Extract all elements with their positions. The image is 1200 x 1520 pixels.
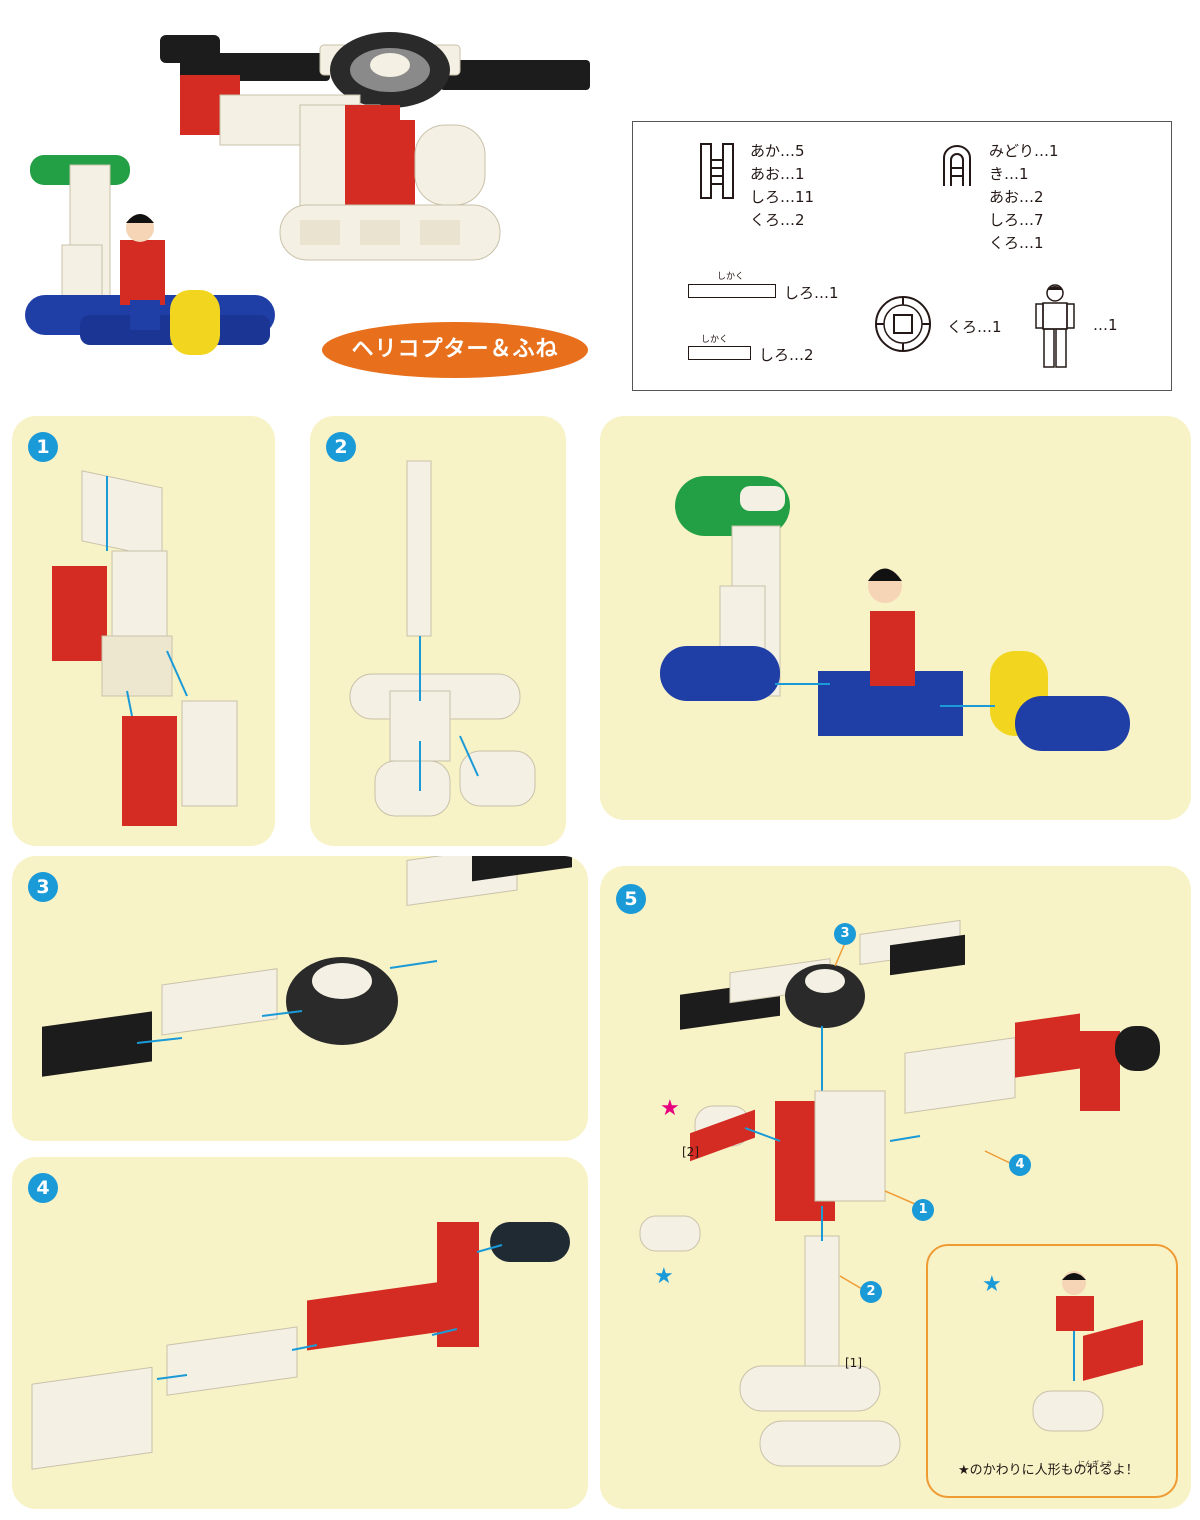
note-ruby: にんぎょう xyxy=(1078,1460,1113,1468)
h-block-count-blue: あお…1 xyxy=(750,165,805,183)
step-2-panel: 2 xyxy=(310,416,566,846)
square-short-ruby: しかく xyxy=(701,335,729,345)
step-2-number: 2 xyxy=(326,432,356,462)
figure-count: …1 xyxy=(1093,316,1118,334)
step-1-illustration xyxy=(52,470,238,826)
step-3-illustration xyxy=(42,856,572,1077)
step-4-panel: 4 xyxy=(12,1157,588,1509)
step-4-illustration xyxy=(31,1222,570,1470)
square-short-count: しろ…2 xyxy=(759,346,814,364)
step-3-panel: 3 xyxy=(12,856,588,1141)
square-long-count: しろ…1 xyxy=(784,284,839,302)
step-5-panel: 5 3 4 1 2 [1] [2] xyxy=(600,866,1191,1509)
step-1-number: 1 xyxy=(28,432,58,462)
h-block-count-red: あか…5 xyxy=(750,142,805,160)
a-block-count-black: くろ…1 xyxy=(989,234,1044,252)
star-icon-blue: ★ xyxy=(654,1264,674,1289)
step-5-illustration xyxy=(639,919,1160,1467)
a-block-count-green: みどり…1 xyxy=(989,142,1059,160)
helicopter-and-boat-photo xyxy=(25,32,590,355)
rotor-disc-icon xyxy=(875,296,931,352)
h-block-count-white: しろ…11 xyxy=(750,188,815,206)
step-4-number: 4 xyxy=(28,1173,58,1203)
square-long-icon xyxy=(688,284,776,298)
figure-on-seat-illustration xyxy=(1032,1271,1143,1432)
parts-list: あか…5 あお…1 しろ…11 くろ…2 みどり…1 き…1 あお…2 しろ…7… xyxy=(632,121,1172,391)
step-1-panel: 1 xyxy=(12,416,275,846)
a-block-count-white: しろ…7 xyxy=(989,211,1044,229)
boat-assembly-illustration xyxy=(660,476,1130,751)
star-icon-pink: ★ xyxy=(660,1096,680,1121)
star-icon-note: ★ xyxy=(982,1272,1002,1297)
square-short-icon xyxy=(688,346,751,360)
a-block-list: みどり…1 き…1 あお…2 しろ…7 くろ…1 xyxy=(989,140,1059,255)
step-5-tag-1: [1] xyxy=(845,1356,862,1370)
step-2-illustration xyxy=(349,460,536,817)
step-3-number: 3 xyxy=(28,872,58,902)
boat-assembly-panel xyxy=(600,416,1191,820)
square-long-ruby: しかく xyxy=(717,272,745,282)
step-5-tag-2: [2] xyxy=(682,1145,699,1159)
alternative-seat-note: ★ にんぎょう ★のかわりに人形ものれるよ！ xyxy=(926,1244,1178,1498)
h-block-count-black: くろ…2 xyxy=(750,211,805,229)
h-block-icon xyxy=(700,143,734,199)
step-5-callout-3: 3 xyxy=(834,923,856,945)
page-title: ヘリコプター＆ふね xyxy=(322,322,588,378)
step-5-number: 5 xyxy=(616,884,646,914)
step-5-callout-4: 4 xyxy=(1009,1154,1031,1176)
h-block-list: あか…5 あお…1 しろ…11 くろ…2 xyxy=(750,140,814,232)
person-figure-icon xyxy=(1035,284,1075,368)
a-block-count-yellow: き…1 xyxy=(989,165,1029,183)
note-text: ★のかわりに人形ものれるよ！ xyxy=(958,1463,1139,1478)
step-5-callout-2: 2 xyxy=(860,1281,882,1303)
a-block-count-blue: あお…2 xyxy=(989,188,1044,206)
rotor-count: くろ…1 xyxy=(947,318,1002,336)
a-block-icon xyxy=(943,145,971,186)
step-5-callout-1: 1 xyxy=(912,1199,934,1221)
